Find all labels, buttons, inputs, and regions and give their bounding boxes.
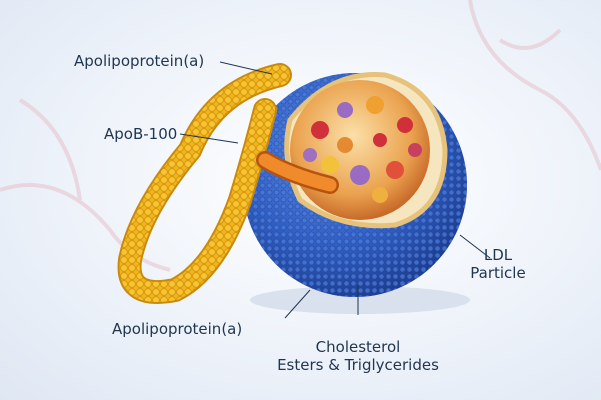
leader-lines (179, 61, 491, 319)
label-core-line1: Cholesterol (315, 338, 401, 356)
apob100-tube (256, 151, 339, 194)
label-apolipoprotein-a-top: Apolipoprotein(a) (74, 52, 205, 70)
label-ldl-line1: LDL (483, 246, 513, 264)
apolipoprotein-a-rope (117, 63, 292, 304)
ldl-particle (243, 72, 467, 297)
shadow (250, 286, 470, 314)
label-apolipoprotein-a-bottom: Apolipoprotein(a) (112, 320, 243, 338)
label-apob-100: ApoB-100 (104, 125, 178, 143)
label-ldl-line2: Particle (470, 264, 526, 282)
label-core-line2: Esters & Triglycerides (277, 356, 439, 374)
label-cholesterol-esters: Cholesterol Esters & Triglycerides (268, 338, 448, 374)
label-ldl-particle: LDL Particle (468, 246, 528, 282)
background-vessels (0, 0, 601, 272)
core-molecules (303, 96, 422, 203)
